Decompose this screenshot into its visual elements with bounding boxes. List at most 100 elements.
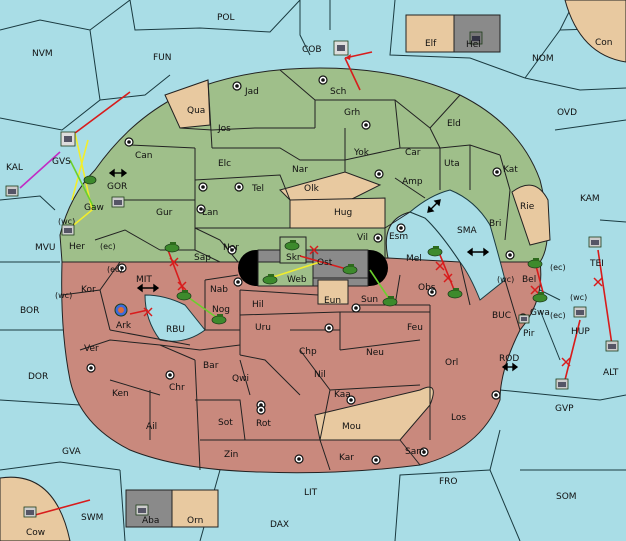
province-label-rie: Rie [520,202,535,212]
sea-label-kal: KAL [6,163,23,173]
province-label-her: Her [69,242,85,252]
fleet-icon [469,31,483,45]
sea-label-rod: ROD [499,354,519,364]
fleet-icon [605,340,619,352]
province-label-car: Car [405,148,421,158]
province-label-nil: Nil [314,370,326,380]
province-label-grh: Grh [344,108,360,118]
sc-jad [232,81,242,91]
fleet-icon [588,236,602,248]
sea-label-buc: BUC [492,311,511,321]
coast-tag: (wc) [58,217,75,226]
province-label-eun: Eun [324,296,341,306]
sea-label-mit: MIT [136,275,152,285]
province-label-lan: Lan [202,208,218,218]
coast-tag: (ec) [550,263,566,272]
sc-gur [196,204,206,214]
sea-label-gva: GVA [62,447,82,457]
sea-label-dax: DAX [270,520,289,530]
province-rie[interactable] [511,184,551,246]
sea-label-fro: FRO [439,477,458,487]
double-arrow-icon [108,168,128,178]
province-label-can: Can [135,151,153,161]
sea-label-mvu: MVU [35,243,56,253]
province-label-amp: Amp [402,177,423,187]
globe-icon [114,303,128,317]
sc-yok [374,169,384,179]
province-label-jos: Jos [217,124,231,134]
province-mou[interactable] [314,386,434,441]
sc-tel [234,182,244,192]
box-orn[interactable] [171,489,219,528]
fleet-icon [573,306,587,318]
fleet-icon [60,131,76,147]
sc-feu [351,303,361,313]
double-arrow-icon [466,247,490,257]
coast-tag: (ec) [100,242,116,251]
coast-tag: (wc) [55,291,72,300]
province-label-feu: Feu [407,323,423,333]
province-label-neu: Neu [366,348,384,358]
province-label-nog: Nog [212,305,230,315]
army-icon [527,258,543,269]
box-elf[interactable] [405,14,455,53]
box-aba[interactable] [125,489,173,528]
province-label-pir: Pir [523,329,535,339]
sc-uta [492,167,502,177]
province-label-con: Con [595,38,613,48]
province-label-skr: Skr [286,253,301,263]
supply-centers [86,75,528,465]
sc-sam [419,447,429,457]
province-qua[interactable] [164,79,211,129]
sea-rbu-inlet [144,294,206,342]
sea-label-cob: COB [302,45,322,55]
sea-label-ovd: OVD [557,108,577,118]
army-icon [211,314,227,325]
province-label-qua: Qua [187,106,205,116]
province-label-nor: Nor [223,243,239,253]
province-label-ver: Ver [84,344,99,354]
province-label-tel: Tel [251,184,264,194]
army-icon [382,296,398,307]
province-label-gwa: Gwa [530,308,550,318]
sc-kar [371,455,381,465]
box-labels: Elf Hel Aba Orn [142,39,481,526]
province-label-sun: Sun [361,295,378,305]
army-icon [83,175,97,185]
sc-ver [86,363,96,373]
army-icon [284,240,300,251]
fleet-icon [61,224,75,236]
province-con[interactable] [564,0,626,63]
sc-grh [361,120,371,130]
sc-can [124,137,134,147]
province-label-gur: Gur [156,208,173,218]
province-label-qwi: Qwi [232,374,249,384]
province-label-bel: Bel [522,275,536,285]
red-borders [61,261,521,471]
province-label-chr: Chr [169,383,185,393]
sc-uru [324,323,334,333]
fleet-icon [135,504,149,516]
army-icon [427,246,443,257]
fleet-icon [111,196,125,208]
province-label-yok: Yok [353,148,370,158]
fleet-icon [23,506,37,518]
province-label-mel: Mel [406,254,422,264]
army-icon [262,274,278,285]
province-eun-box[interactable] [317,279,349,305]
sea-label-sma: SMA [457,226,477,236]
province-label-ken: Ken [112,389,129,399]
orders [19,51,613,516]
province-olk[interactable] [279,171,382,201]
province-label-nab: Nab [210,285,228,295]
sea-sma-inlet [409,189,506,301]
province-label-ark: Ark [116,321,132,331]
sc-lan [198,182,208,192]
army-icon [176,290,192,301]
province-label-cow: Cow [26,528,45,538]
province-label-sam: Sam [405,447,425,457]
fleet-icon [5,185,19,197]
province-label-rot: Rot [256,419,271,429]
